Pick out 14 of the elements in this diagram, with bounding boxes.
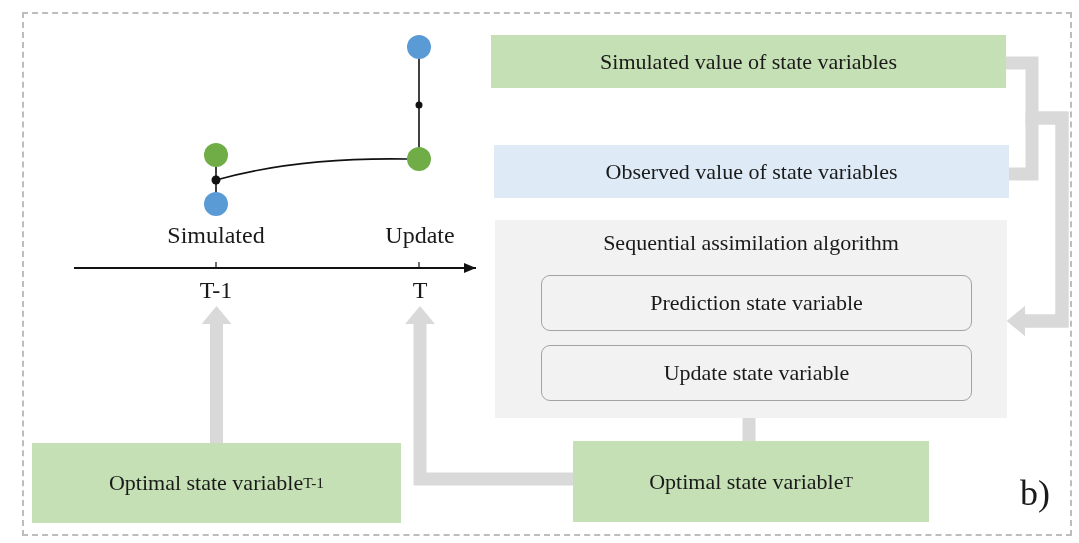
algorithm-panel <box>495 220 1007 418</box>
arrow <box>201 306 232 443</box>
process-box: Observed value of state variables <box>494 145 1009 198</box>
process-box: Simulated value of state variables <box>491 35 1006 88</box>
tick-label: T-1 <box>192 276 240 306</box>
connector <box>742 418 756 441</box>
point-label: Simulated <box>166 222 266 249</box>
panel-label: b) <box>1019 474 1051 514</box>
point-label: Update <box>384 222 456 249</box>
panel-heading: Sequential assimilation algorithm <box>602 230 900 256</box>
step-box: Update state variable <box>541 345 972 401</box>
step-box: Prediction state variable <box>541 275 972 331</box>
tick-label: T <box>406 276 434 306</box>
arrow <box>405 306 573 486</box>
